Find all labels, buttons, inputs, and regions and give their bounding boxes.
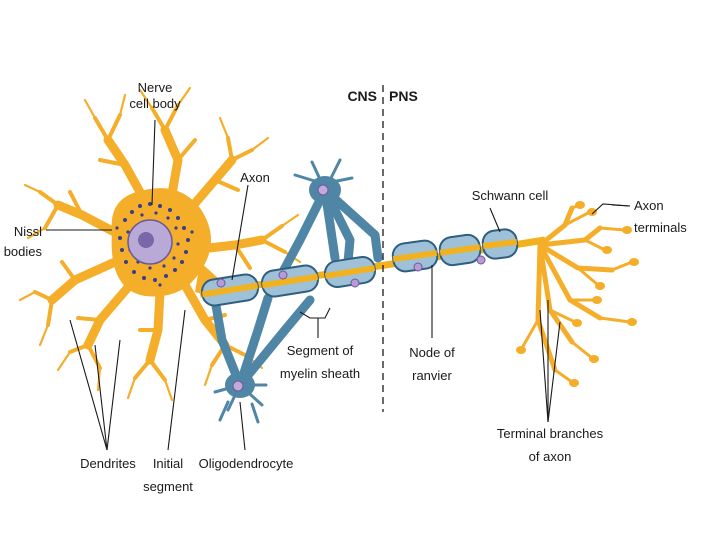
- label-node-of-ranvier-line-1: Node of: [409, 345, 455, 360]
- nucleolus: [138, 232, 154, 248]
- labels: Nerve cell body Nissl bodies Axon CNS PN…: [4, 80, 688, 494]
- label-pns: PNS: [389, 88, 418, 104]
- label-axon-terminals-line-1: Axon: [634, 198, 664, 213]
- oligodendrocyte-upper: [267, 158, 383, 297]
- label-initial-segment-line-2: segment: [143, 479, 193, 494]
- terminal-branches: [516, 201, 639, 387]
- label-terminal-branches-line-1: Terminal branches: [497, 426, 604, 441]
- leader-lines: [46, 119, 631, 451]
- dendrites: [18, 86, 302, 402]
- label-dendrites: Dendrites: [80, 456, 136, 471]
- label-node-of-ranvier-line-2: ranvier: [412, 368, 452, 383]
- label-axon-terminals-line-2: terminals: [634, 220, 687, 235]
- label-axon: Axon: [240, 170, 270, 185]
- label-nerve-cell-body-line-2: cell body: [129, 96, 181, 111]
- oligodendrocyte-lower: [210, 293, 315, 424]
- axon: [199, 228, 546, 307]
- label-segment-of-myelin-sheath-line-1: Segment of: [287, 343, 354, 358]
- label-nissl-bodies-line-2: bodies: [4, 244, 43, 259]
- myelin-segment-cns-2: [261, 264, 319, 298]
- myelin-segment-pns-2: [438, 233, 482, 267]
- label-initial-segment-line-1: Initial: [153, 456, 183, 471]
- myelin-segment-cns-1: [201, 273, 259, 307]
- myelin-segment-cns-3: [324, 255, 376, 289]
- label-nerve-cell-body-line-1: Nerve: [138, 80, 173, 95]
- myelin-segment-pns-3: [481, 228, 519, 260]
- label-segment-of-myelin-sheath-line-2: myelin sheath: [280, 366, 360, 381]
- nerve-cell-body: [111, 188, 218, 298]
- label-nissl-bodies-line-1: Nissl: [14, 224, 42, 239]
- label-schwann-cell: Schwann cell: [472, 188, 549, 203]
- label-oligodendrocyte: Oligodendrocyte: [199, 456, 294, 471]
- label-terminal-branches-line-2: of axon: [529, 449, 572, 464]
- label-cns: CNS: [347, 88, 377, 104]
- nissl-bodies: [115, 202, 194, 287]
